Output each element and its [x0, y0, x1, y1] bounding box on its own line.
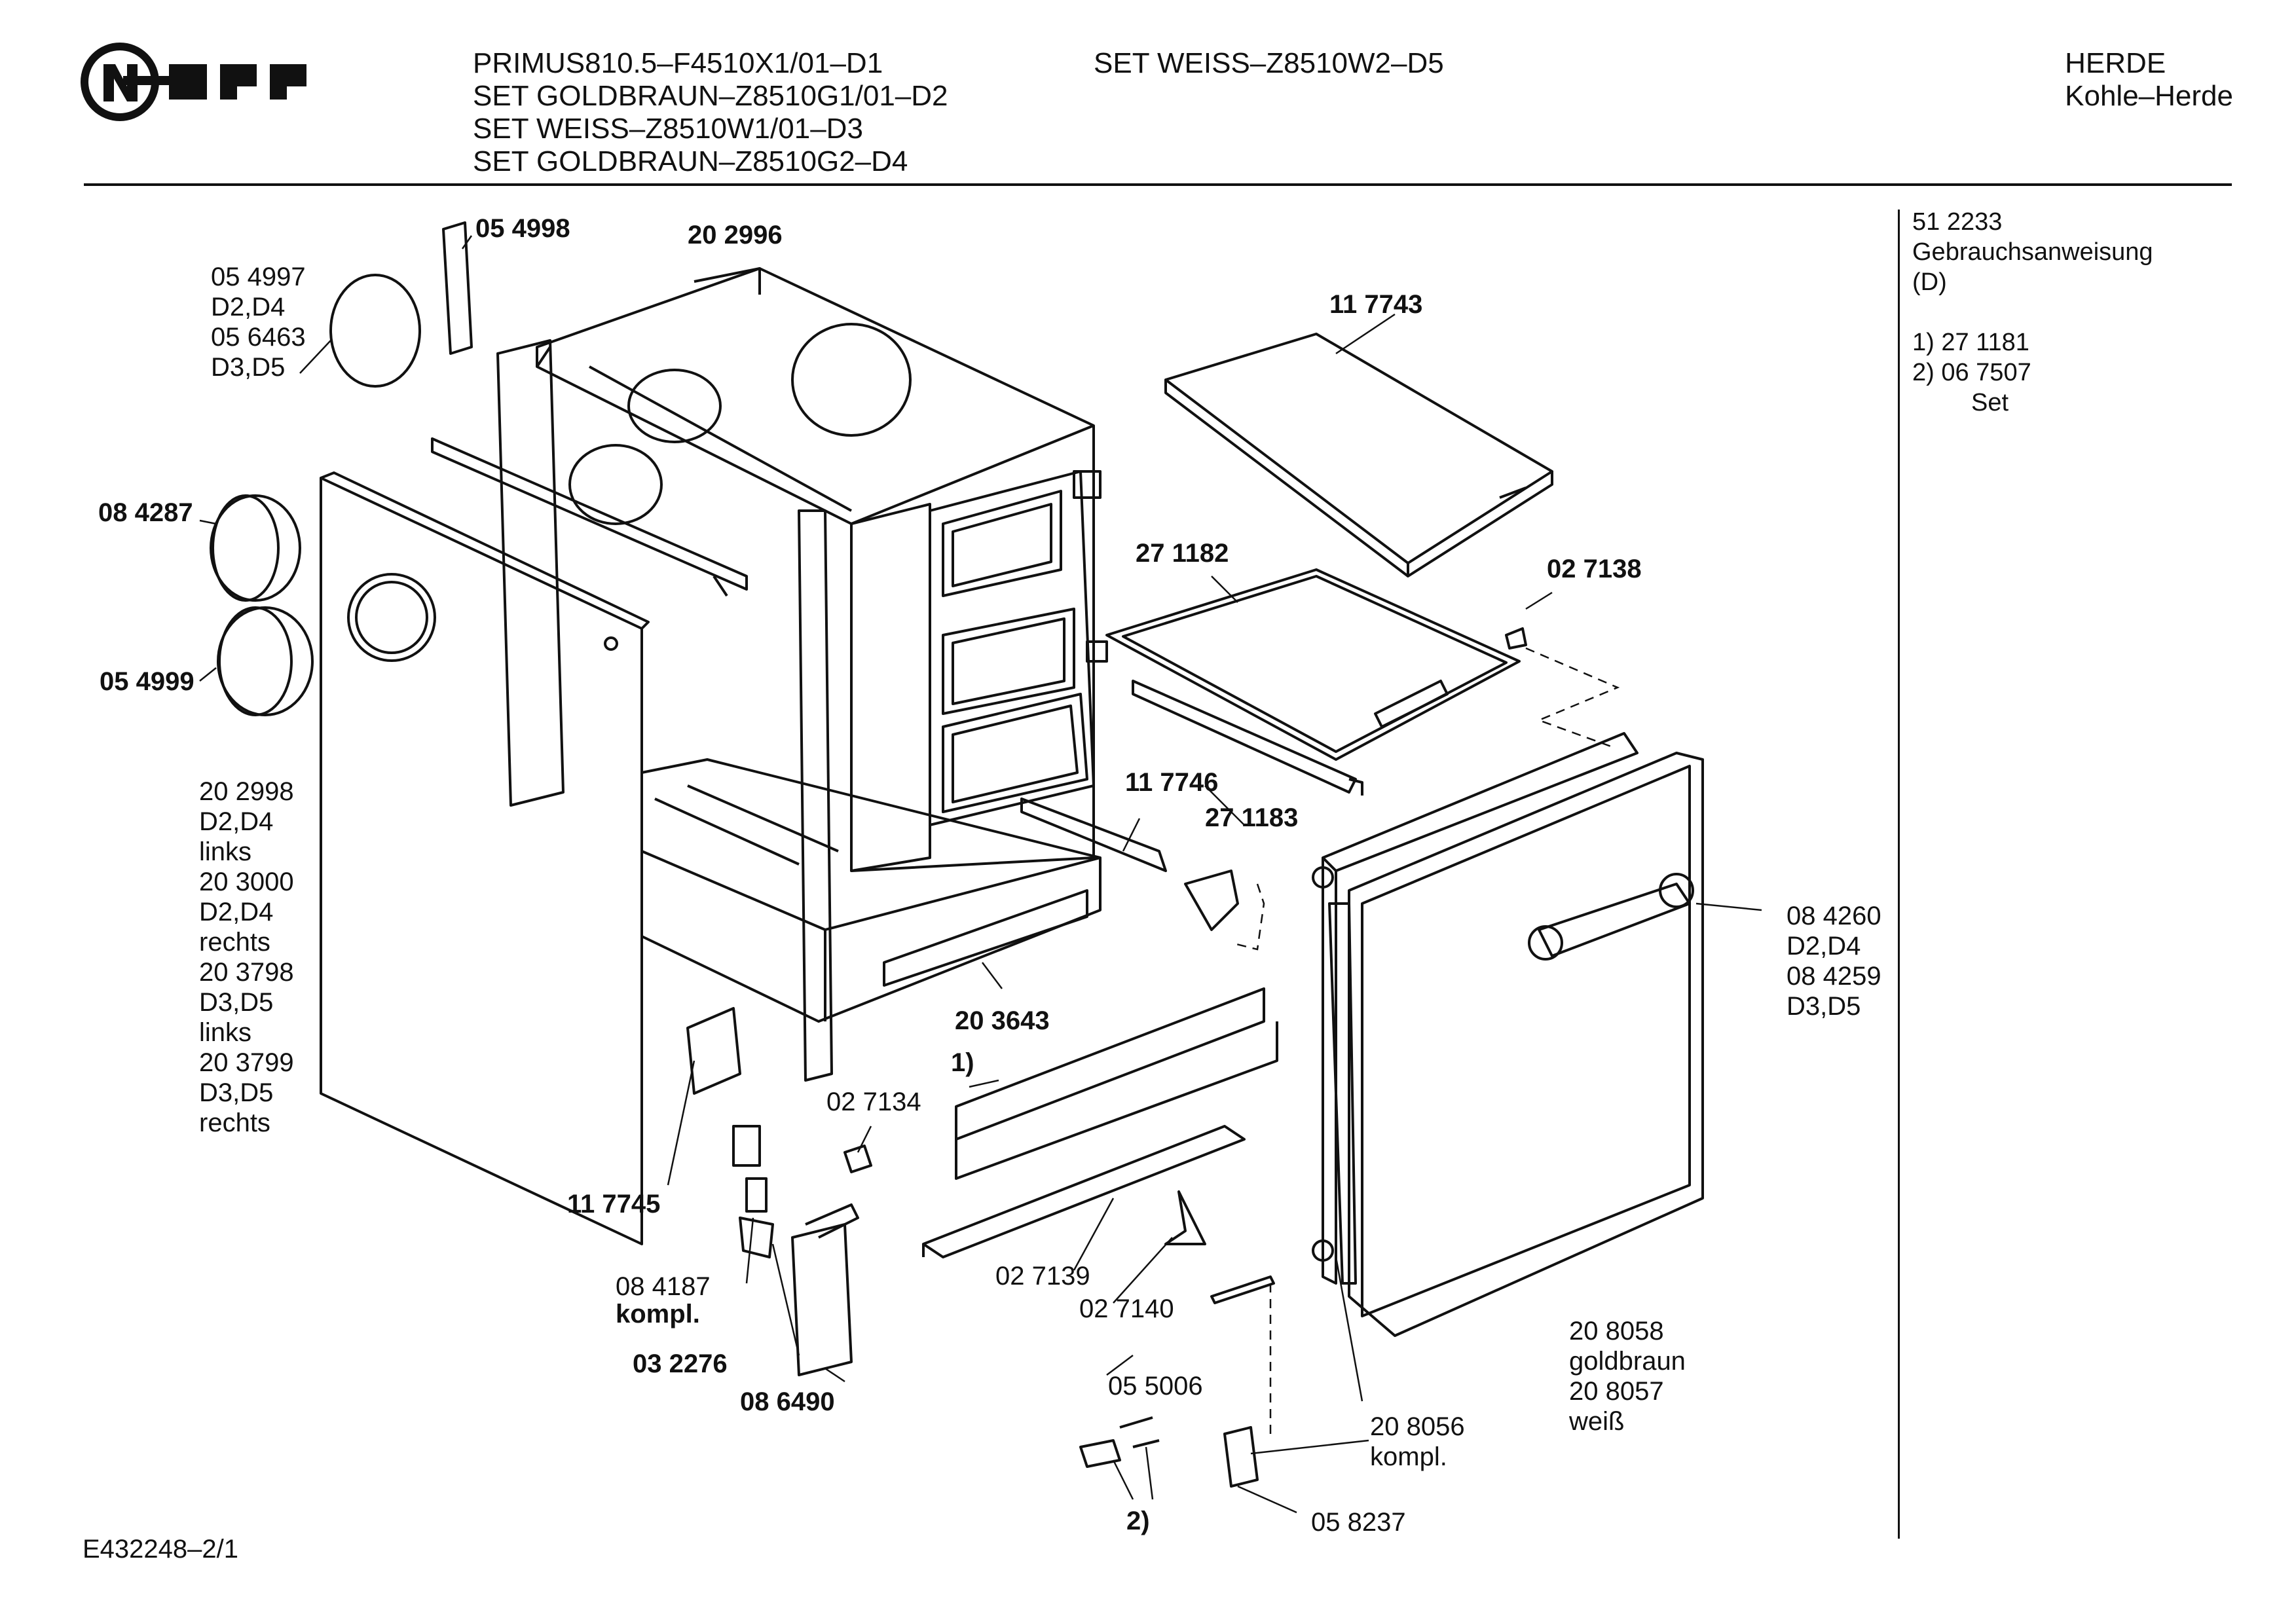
side-panel-line: D3,D5 — [199, 988, 274, 1017]
header-rule — [84, 183, 2232, 186]
note-2: 2) 06 7507 — [1912, 359, 2031, 386]
label-203643: 20 3643 — [955, 1006, 1050, 1035]
side-rail — [1020, 797, 1167, 872]
side-panel-line: D2,D4 — [199, 898, 274, 926]
label-084187-sub: kompl. — [616, 1300, 700, 1328]
label-271183: 27 1183 — [1205, 803, 1299, 832]
label-027139: 02 7139 — [995, 1262, 1090, 1291]
side-panel-line: D2,D4 — [199, 807, 274, 836]
label-117743: 11 7743 — [1329, 290, 1423, 319]
side-panel-line: links — [199, 1018, 252, 1047]
label-202996: 20 2996 — [688, 221, 783, 249]
document-id: E432248–2/1 — [83, 1535, 239, 1564]
manual-label: Gebrauchsanweisung — [1912, 238, 2153, 266]
side-column-rule — [1898, 210, 1900, 1539]
label-054997: 05 4997 — [211, 263, 306, 291]
side-panel-line: 20 3799 — [199, 1048, 294, 1077]
label-058237: 05 8237 — [1311, 1508, 1406, 1537]
side-panel-line: 20 3798 — [199, 958, 294, 987]
label-084287: 08 4287 — [98, 498, 193, 527]
door-hinge — [1184, 870, 1239, 931]
label-208057: 20 8057 — [1569, 1377, 1664, 1406]
subcategory: Kohle–Herde — [2065, 80, 2233, 112]
label-084260: 08 4260 — [1787, 902, 1881, 930]
label-208058-color: goldbraun — [1569, 1347, 1686, 1376]
label-208057-color: weiß — [1569, 1407, 1625, 1436]
model-list: PRIMUS810.5–F4510X1/01–D1 SET GOLDBRAUN–… — [473, 47, 948, 178]
side-panel-line: 20 3000 — [199, 868, 294, 896]
label-056463-variant: D3,D5 — [211, 353, 286, 382]
side-notes: 51 2233 Gebrauchsanweisung (D) 1) 27 118… — [1912, 207, 2153, 418]
category-block: HERDE Kohle–Herde — [2065, 47, 2233, 113]
label-027134: 02 7134 — [826, 1088, 921, 1116]
model-line-1: PRIMUS810.5–F4510X1/01–D1 — [473, 47, 883, 79]
category: HERDE — [2065, 47, 2166, 79]
side-panel-variants: 20 2998 D2,D4 links 20 3000 D2,D4 rechts… — [199, 777, 294, 1138]
grill-rack — [1105, 568, 1521, 796]
label-056463: 05 6463 — [211, 323, 306, 352]
label-208056: 20 8056 — [1370, 1412, 1465, 1441]
side-panel-line: rechts — [199, 1108, 270, 1137]
label-054999: 05 4999 — [100, 667, 194, 696]
small-parts — [686, 627, 1527, 1488]
side-panel-line: D3,D5 — [199, 1078, 274, 1107]
label-032276: 03 2276 — [633, 1349, 728, 1378]
label-054998: 05 4998 — [475, 214, 570, 243]
label-271182: 27 1182 — [1136, 539, 1229, 568]
front-baffle — [922, 987, 1278, 1258]
oven-body — [496, 267, 1095, 1082]
label-208058-block: 20 8058 goldbraun 20 8057 weiß — [1569, 1316, 1686, 1437]
label-084187: 08 4187 — [616, 1272, 711, 1301]
ash-drawer — [640, 758, 1102, 1023]
label-208056-block: 20 8056 kompl. — [1370, 1412, 1465, 1472]
label-054997-block: 05 4997 D2,D4 05 6463 D3,D5 — [211, 262, 306, 382]
label-084260-block: 08 4260 D2,D4 08 4259 D3,D5 — [1787, 901, 1881, 1021]
oven-front-doors — [929, 470, 1108, 826]
top-rail — [431, 437, 748, 597]
label-027140: 02 7140 — [1079, 1294, 1174, 1323]
manual-part-number: 51 2233 — [1912, 208, 2003, 236]
manual-language: (D) — [1912, 268, 1947, 296]
model-line-2: SET GOLDBRAUN–Z8510G1/01–D2 — [473, 80, 948, 112]
side-panel-line: links — [199, 837, 252, 866]
model-line-5: SET WEISS–Z8510W2–D5 — [1094, 47, 1444, 79]
label-note1-marker: 1) — [951, 1048, 974, 1077]
brand-logo — [77, 39, 346, 124]
top-tray — [1164, 333, 1553, 577]
round-covers — [210, 221, 473, 716]
label-084260-variant: D2,D4 — [1787, 932, 1861, 961]
label-054997-variant: D2,D4 — [211, 293, 286, 321]
label-086490: 08 6490 — [740, 1387, 835, 1416]
label-055006: 05 5006 — [1108, 1372, 1203, 1401]
note-2-sub: Set — [1971, 389, 2009, 416]
side-panel — [320, 471, 650, 1245]
model-line-4: SET GOLDBRAUN–Z8510G2–D4 — [473, 145, 908, 177]
label-027138: 02 7138 — [1547, 555, 1642, 583]
label-084259: 08 4259 — [1787, 962, 1881, 991]
side-panel-line: rechts — [199, 928, 270, 957]
side-panel-line: 20 2998 — [199, 777, 294, 806]
label-117746: 11 7746 — [1125, 768, 1219, 797]
label-208056-sub: kompl. — [1370, 1442, 1447, 1471]
label-117745: 11 7745 — [567, 1190, 661, 1218]
note-1: 1) 27 1181 — [1912, 329, 2029, 356]
label-208058: 20 8058 — [1569, 1317, 1664, 1346]
label-084259-variant: D3,D5 — [1787, 992, 1861, 1021]
front-door — [1312, 732, 1704, 1337]
model-line-3: SET WEISS–Z8510W1/01–D3 — [473, 113, 863, 145]
label-note2-marker: 2) — [1126, 1507, 1150, 1535]
